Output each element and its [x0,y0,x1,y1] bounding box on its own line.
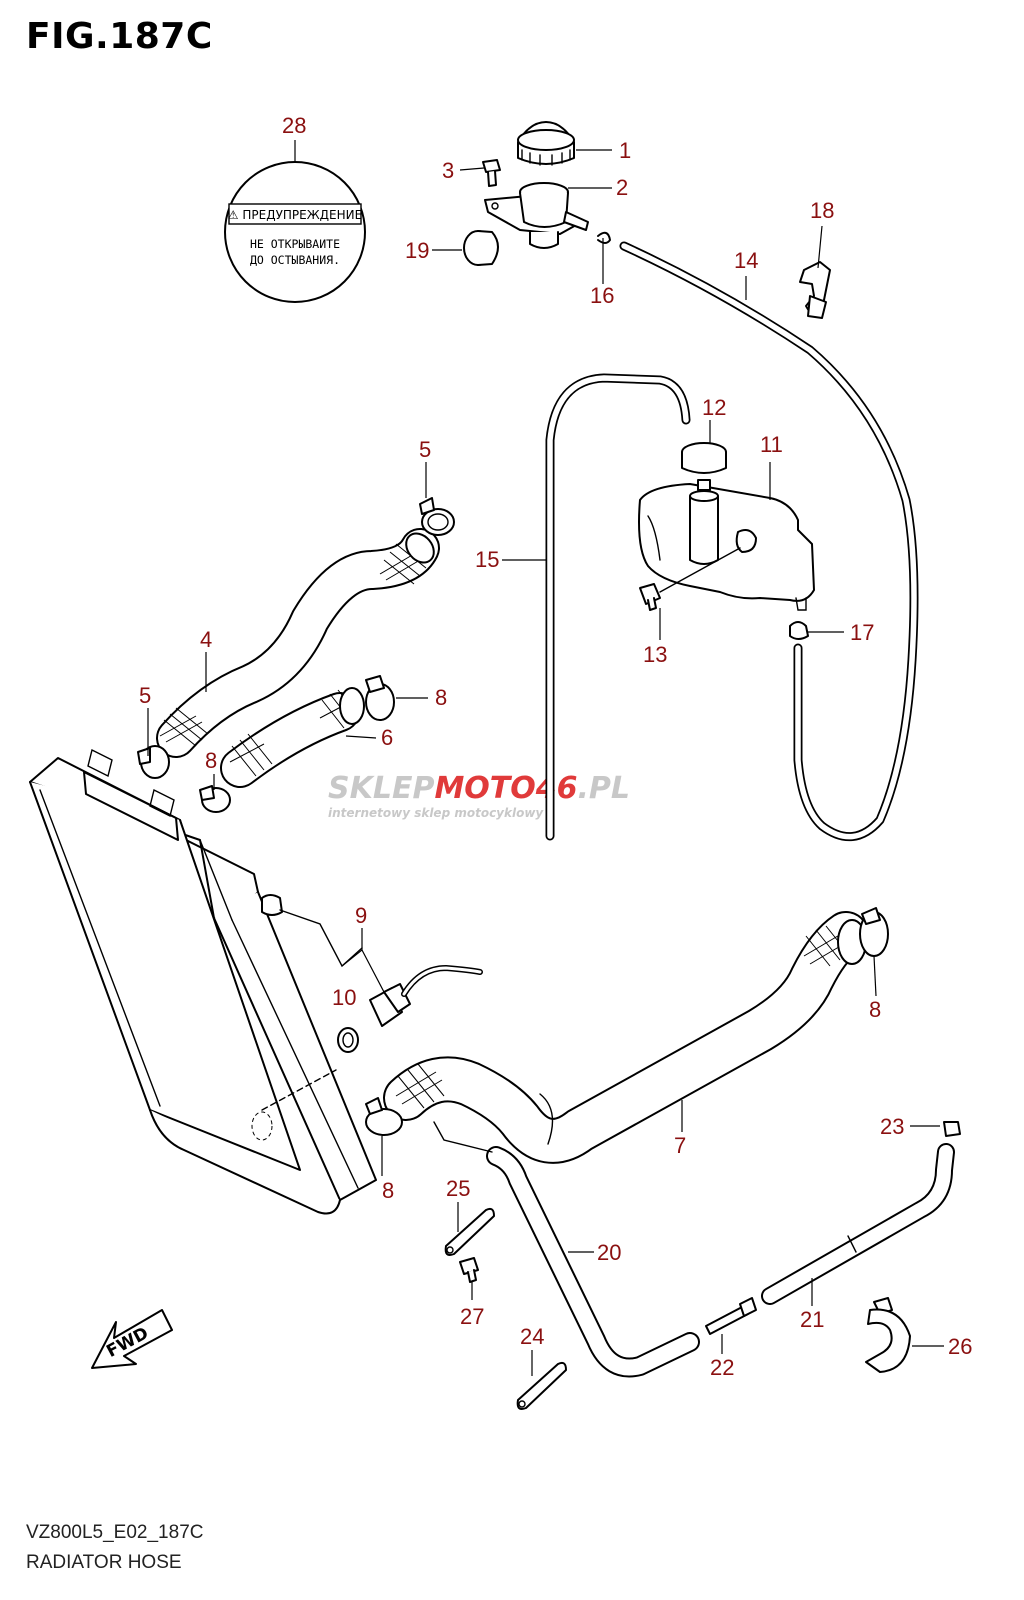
hose-6 [220,687,365,788]
callout-8-a: 8 [435,685,447,710]
bracket-25 [444,1207,495,1256]
callout-19: 19 [405,238,429,263]
clamp-16 [597,231,611,244]
callout-14: 14 [734,248,758,273]
callout-23: 23 [880,1114,904,1139]
leader-lines [147,140,944,1376]
clamp-19 [463,230,499,266]
callout-8-b: 8 [205,748,217,773]
clamp-5-lower [137,745,170,779]
watermark-brand-b: MOTO [434,771,535,806]
callout-1: 1 [619,138,631,163]
watermark-tagline: internetowy sklep motocyklowy [328,806,544,820]
callout-10: 10 [332,985,356,1010]
clamp-17 [789,621,809,640]
callout-4: 4 [200,627,212,652]
callout-8-c: 8 [869,997,881,1022]
section-name: RADIATOR HOSE [26,1552,182,1573]
clamp-23 [943,1121,961,1137]
callout-24: 24 [520,1324,544,1349]
pipe-22 [705,1297,757,1335]
callout-25: 25 [446,1176,470,1201]
warning-label-line2: НЕ ОТКРЫВАИТЕ [250,237,340,251]
watermark-brand-d: .PL [578,771,631,806]
watermark-brand-c: 46 [535,771,578,806]
radiator [29,748,377,1215]
callout-28: 28 [282,113,306,138]
watermark: SKLEPMOTO46.PL internetowy sklep motocyk… [328,771,630,820]
clamp-8-d [365,1097,403,1136]
bolt-27 [459,1257,479,1283]
warning-label-line1: ⚠ ПРЕДУПРЕЖДЕНИЕ [228,208,362,222]
fwd-arrow: FWD [91,1309,173,1369]
clamp-8-c [859,907,889,957]
reservoir-tank [638,479,815,611]
callout-9: 9 [355,903,367,928]
hose-14 [619,241,919,842]
callout-18: 18 [810,198,834,223]
thermo-switch [369,965,483,1027]
callout-26: 26 [948,1334,972,1359]
clamp-8-a [365,675,395,721]
clip-18 [799,261,831,319]
clamp-5-upper [419,497,455,536]
hose-15 [545,373,691,841]
clip-26 [865,1297,911,1373]
callout-7: 7 [674,1133,686,1158]
callout-11: 11 [760,432,783,457]
gasket-10 [337,1027,359,1053]
callout-16: 16 [590,283,614,308]
callout-6: 6 [381,725,393,750]
hose-20 [433,1121,700,1378]
callout-15: 15 [475,547,499,572]
model-code: VZ800L5_E02_187C [26,1522,204,1543]
bolt-13 [639,547,741,611]
hose-21 [761,1143,955,1305]
filler-neck [484,182,589,249]
callout-2: 2 [616,175,628,200]
radiator-cap [517,121,575,166]
reservoir-cap [681,442,727,474]
figure-title: FIG.187C [26,16,213,57]
callout-5-lower: 5 [139,683,151,708]
callout-12: 12 [702,395,726,420]
bolt-3 [482,159,501,187]
callout-21: 21 [800,1307,824,1332]
svg-text:SKLEPMOTO46.PL: SKLEPMOTO46.PL [328,771,630,806]
callout-27: 27 [460,1304,484,1329]
callout-5-upper: 5 [419,437,431,462]
hose-4 [156,528,440,758]
callout-8-d: 8 [382,1178,394,1203]
warning-label: ⚠ ПРЕДУПРЕЖДЕНИЕ НЕ ОТКРЫВАИТЕ ДО ОСТЫВА… [224,161,366,303]
callout-20: 20 [597,1240,621,1265]
callout-13: 13 [643,642,667,667]
watermark-brand-a: SKLEP [328,771,434,806]
bracket-24 [516,1361,567,1410]
hose-7 [383,911,869,1164]
warning-label-line3: ДО ОСТЫВАНИЯ. [250,253,340,267]
callout-22: 22 [710,1355,734,1380]
clamp-8-b [199,785,231,813]
callouts: 1 2 3 4 5 5 6 7 8 8 8 8 9 10 11 12 13 14… [139,113,972,1380]
callout-3: 3 [442,158,454,183]
leader-9 [279,909,363,968]
callout-17: 17 [850,620,874,645]
